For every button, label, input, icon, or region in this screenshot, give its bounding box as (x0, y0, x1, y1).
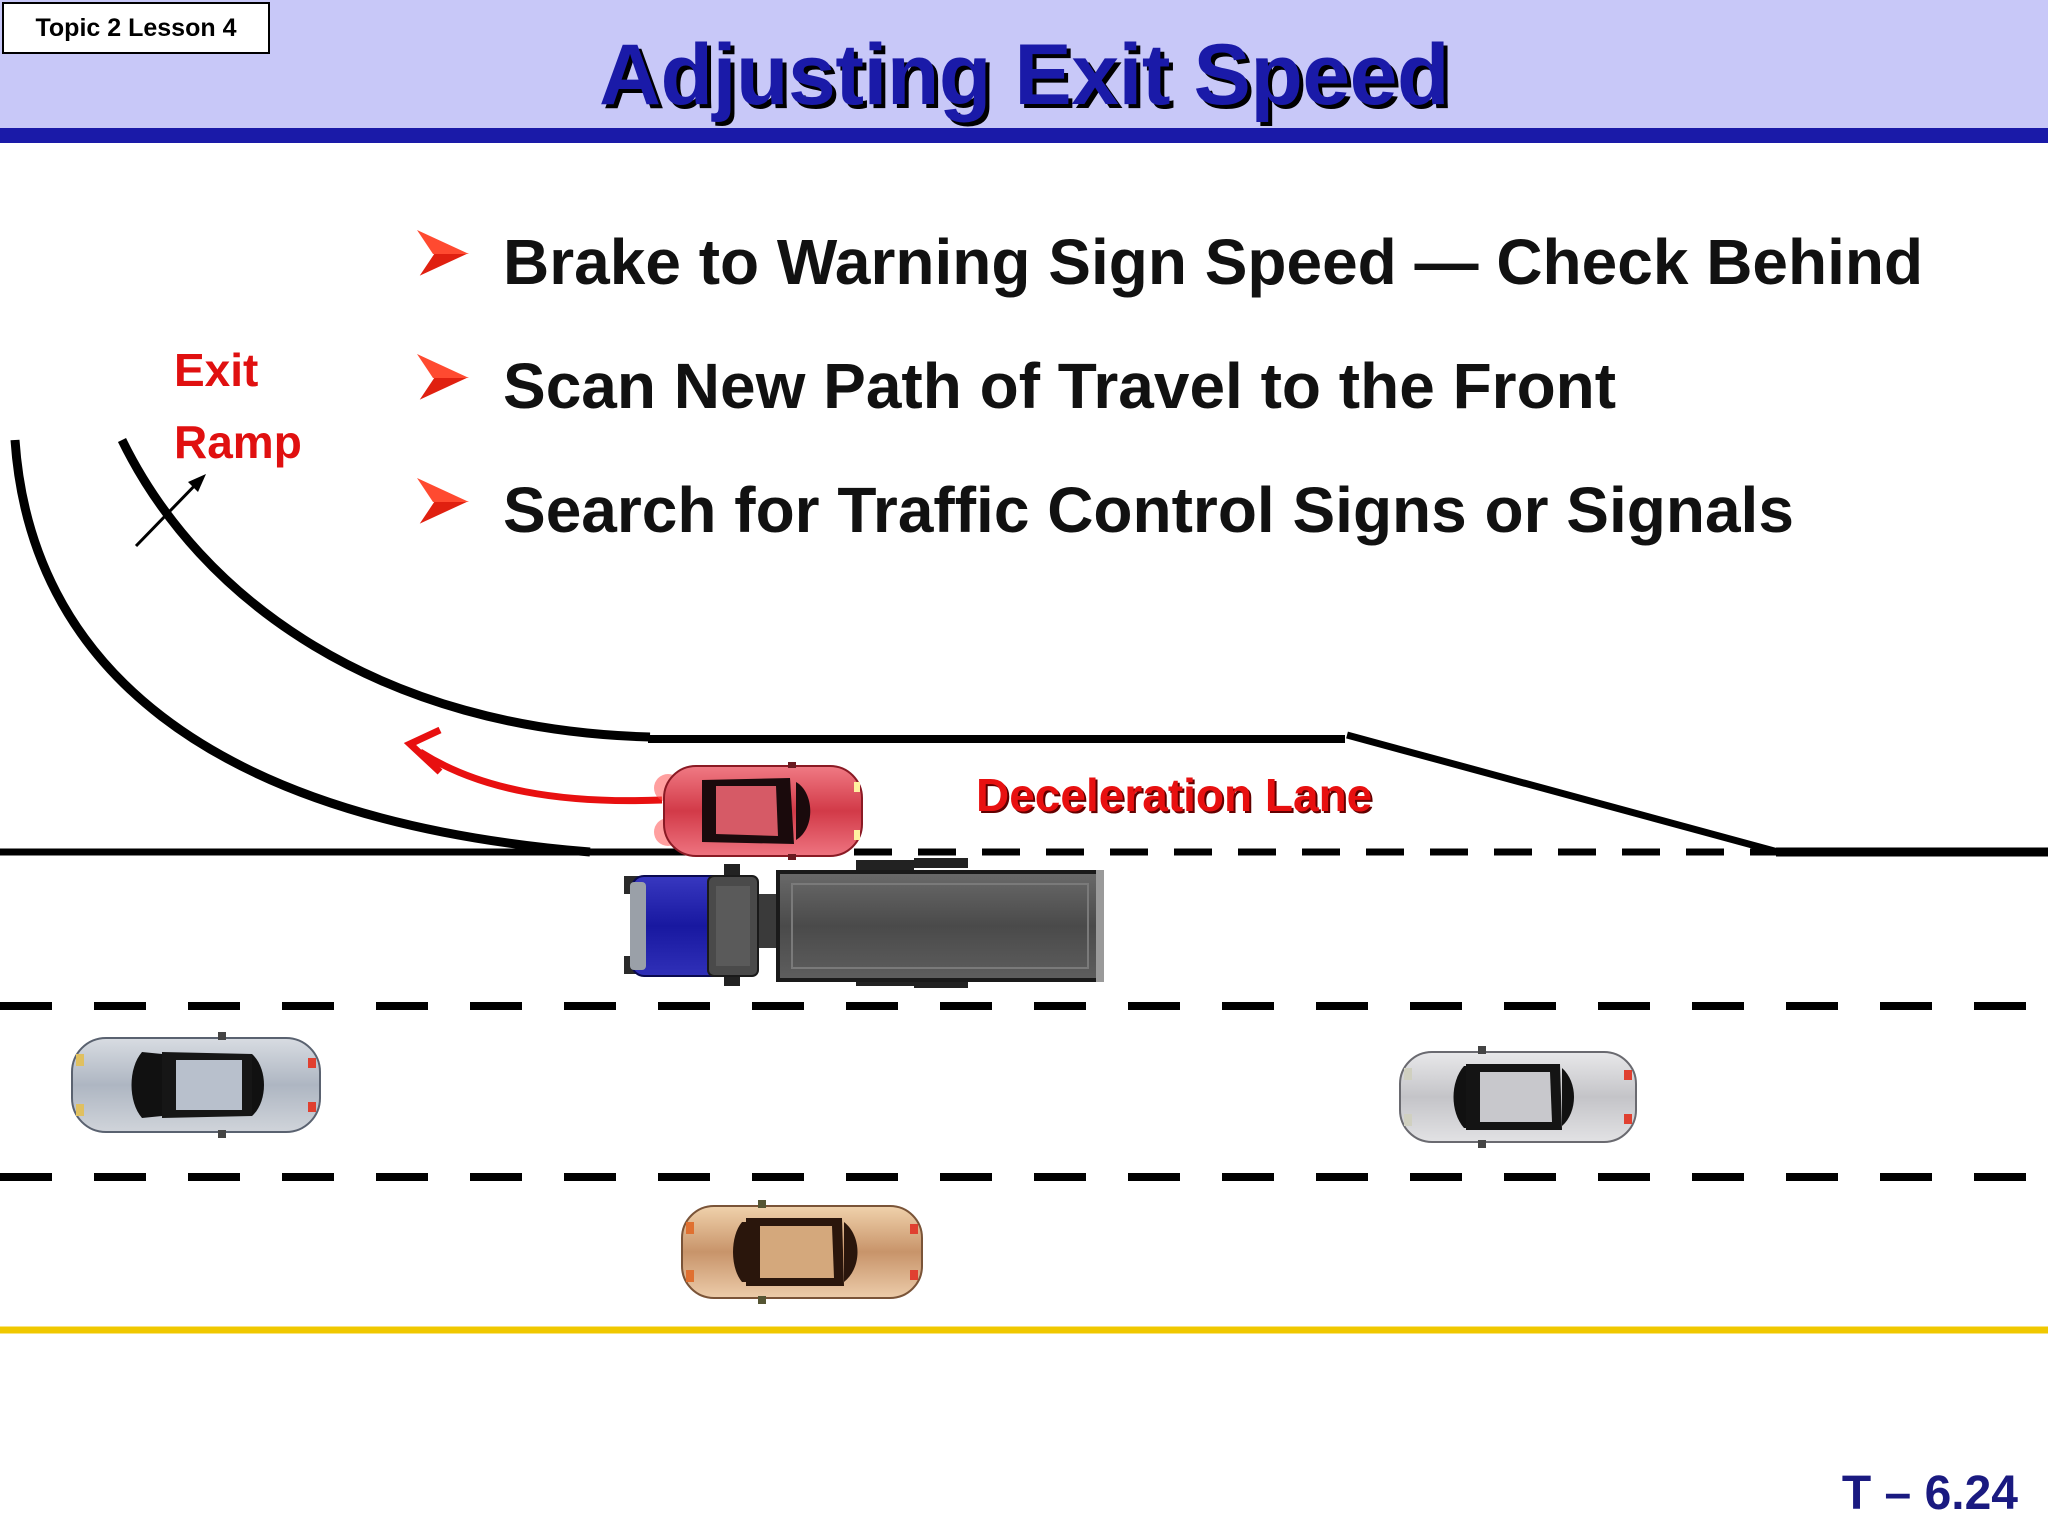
bullet-list: Brake to Warning Sign Speed — Check Behi… (415, 200, 1923, 572)
ramp-label: Ramp (174, 416, 302, 468)
bullet-item: Scan New Path of Travel to the Front (415, 324, 1923, 448)
semi-truck (624, 858, 1104, 988)
page-title: Adjusting Exit Speed (598, 27, 1450, 123)
decel-lane-taper (1346, 731, 1779, 856)
bullet-text: Scan New Path of Travel to the Front (503, 350, 1617, 422)
exit-direction-arrow-icon (134, 474, 206, 548)
silver-car-left (71, 1032, 321, 1138)
bullet-item: Brake to Warning Sign Speed — Check Behi… (415, 200, 1923, 324)
deceleration-lane-label: Deceleration Lane (976, 769, 1373, 821)
ramp-inner-edge (117, 438, 651, 742)
bullet-text: Search for Traffic Control Signs or Sign… (503, 474, 1794, 546)
bullet-item: Search for Traffic Control Signs or Sign… (415, 448, 1923, 572)
bullet-arrow-icon (415, 228, 471, 280)
header-band (0, 0, 2048, 128)
bullet-arrow-icon (415, 352, 471, 404)
exit-label: Exit (174, 344, 259, 396)
bullet-arrow-icon (415, 476, 471, 528)
topic-label: Topic 2 Lesson 4 (2, 2, 270, 54)
tan-car (681, 1200, 923, 1304)
bullet-text: Brake to Warning Sign Speed — Check Behi… (503, 226, 1924, 298)
exit-ramp-label: Exit Ramp (174, 334, 354, 478)
silver-car-right (1399, 1046, 1637, 1148)
path-arrow-icon (403, 726, 663, 805)
header-rule (0, 128, 2048, 143)
red-car (654, 762, 863, 860)
slide-number: T – 6.24 (1841, 1467, 2018, 1520)
ramp-outer-edge (10, 439, 591, 857)
